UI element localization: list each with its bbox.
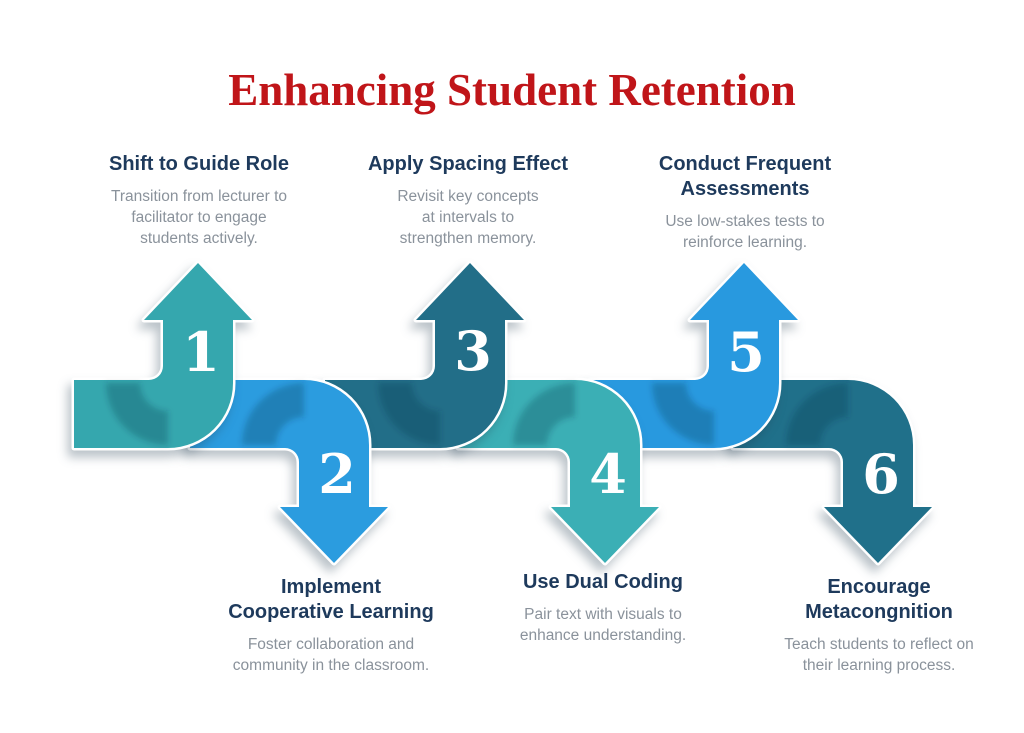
arrow-6-shape bbox=[730, 377, 935, 566]
step-1-desc-line: students actively. bbox=[140, 230, 258, 247]
arrow-1 bbox=[71, 260, 255, 451]
arrow-3 bbox=[322, 260, 527, 451]
step-6-desc-line: Teach students to reflect on bbox=[784, 636, 974, 653]
arrow-1-fold bbox=[106, 383, 168, 445]
arrow-2-number: 2 bbox=[318, 442, 356, 506]
arrow-5-shape bbox=[587, 260, 801, 451]
step-1-title: Shift to Guide Role bbox=[69, 152, 329, 177]
step-3-title: Apply Spacing Effect bbox=[338, 152, 598, 177]
arrow-1-number: 1 bbox=[182, 320, 220, 384]
arrow-5-number: 5 bbox=[727, 320, 765, 384]
step-2-desc-line: community in the classroom. bbox=[232, 657, 430, 674]
step-2-description: Foster collaboration and community in th… bbox=[196, 634, 466, 676]
step-2-desc-line: Foster collaboration and bbox=[247, 636, 415, 653]
step-4-desc-line: enhance understanding. bbox=[519, 627, 687, 644]
step-5-title-line: Assessments bbox=[680, 178, 810, 200]
step-1-desc-line: facilitator to engage bbox=[131, 209, 267, 226]
step-4-title: Use Dual Coding bbox=[468, 570, 738, 595]
step-3-title-line: Apply Spacing Effect bbox=[367, 153, 569, 175]
step-6-textblock: Encourage Metacongnition Teach students … bbox=[743, 575, 1015, 676]
step-6-description: Teach students to reflect on their learn… bbox=[743, 634, 1015, 676]
step-5-desc-line: reinforce learning. bbox=[682, 234, 808, 251]
step-4-title-line: Use Dual Coding bbox=[522, 571, 683, 593]
arrow-3-number: 3 bbox=[454, 319, 492, 383]
arrow-3-fold bbox=[378, 383, 440, 445]
step-1-description: Transition from lecturer to facilitator … bbox=[69, 186, 329, 249]
arrow-6-number: 6 bbox=[862, 442, 900, 506]
step-2-textblock: Implement Cooperative Learning Foster co… bbox=[196, 575, 466, 676]
step-2-title: Implement Cooperative Learning bbox=[196, 575, 466, 625]
arrow-4-fold bbox=[513, 383, 575, 445]
arrow-6-fold bbox=[786, 383, 848, 445]
step-5-description: Use low-stakes tests to reinforce learni… bbox=[610, 211, 880, 253]
arrow-2-fold bbox=[242, 383, 304, 445]
page-title: Enhancing Student Retention bbox=[228, 65, 796, 115]
step-4-desc-line: Pair text with visuals to bbox=[524, 606, 682, 623]
step-1-textblock: Shift to Guide Role Transition from lect… bbox=[69, 152, 329, 249]
step-6-title: Encourage Metacongnition bbox=[743, 575, 1015, 625]
arrow-6 bbox=[730, 377, 935, 566]
step-6-desc-line: their learning process. bbox=[802, 657, 956, 674]
step-4-textblock: Use Dual Coding Pair text with visuals t… bbox=[468, 570, 738, 646]
step-6-title-line: Metacongnition bbox=[805, 601, 953, 623]
step-5-desc-line: Use low-stakes tests to bbox=[665, 213, 825, 230]
arrow-4-number: 4 bbox=[589, 442, 627, 506]
step-5-textblock: Conduct Frequent Assessments Use low-sta… bbox=[610, 152, 880, 253]
step-3-desc-line: strengthen memory. bbox=[399, 230, 537, 247]
arrow-2 bbox=[187, 377, 391, 566]
arrow-5 bbox=[587, 260, 801, 451]
arrow-4-shape bbox=[455, 377, 662, 566]
step-4-description: Pair text with visuals to enhance unders… bbox=[468, 604, 738, 646]
step-6-title-line: Encourage bbox=[827, 576, 931, 598]
arrow-2-shape bbox=[187, 377, 391, 566]
step-3-desc-line: at intervals to bbox=[421, 209, 515, 226]
arrow-5-fold bbox=[652, 383, 714, 445]
step-1-title-line: Shift to Guide Role bbox=[109, 153, 289, 175]
step-3-description: Revisit key concepts at intervals to str… bbox=[338, 186, 598, 249]
arrow-4 bbox=[455, 377, 662, 566]
step-5-title: Conduct Frequent Assessments bbox=[610, 152, 880, 202]
step-3-desc-line: Revisit key concepts bbox=[397, 188, 539, 205]
step-1-desc-line: Transition from lecturer to bbox=[110, 188, 287, 205]
step-3-textblock: Apply Spacing Effect Revisit key concept… bbox=[338, 152, 598, 249]
step-2-title-line: Cooperative Learning bbox=[228, 601, 434, 623]
arrow-3-shape bbox=[322, 260, 527, 451]
step-2-title-line: Implement bbox=[280, 576, 382, 598]
step-5-title-line: Conduct Frequent bbox=[658, 153, 832, 175]
